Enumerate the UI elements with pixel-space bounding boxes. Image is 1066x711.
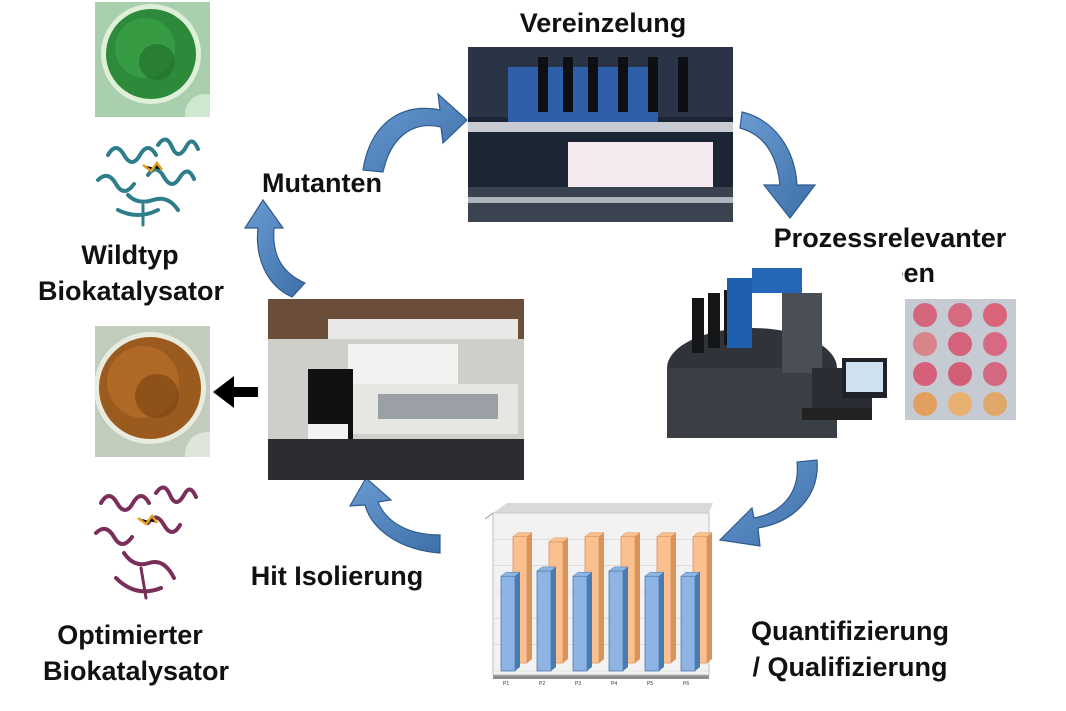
left-arrow-icon: [213, 376, 258, 408]
arrow-to-screen-icon: [739, 111, 817, 219]
chart-bar: [500, 571, 521, 672]
label-hit-isolierung: Hit Isolierung: [250, 561, 424, 591]
wildtyp-protein-image: [88, 125, 206, 230]
optimized-protein-image: [86, 478, 208, 608]
chart-bar: [608, 566, 629, 672]
well-plate-image: [905, 299, 1016, 420]
chart-tick-label: P6: [683, 681, 689, 687]
arrow-to-vereinzelung-icon: [362, 92, 468, 173]
chart-bar: [644, 571, 665, 672]
quantification-chart: P1 P2 P3 P4 P5 P6: [463, 499, 719, 688]
chart-tick-label: P2: [539, 681, 545, 687]
label-vereinzelung: Vereinzelung: [519, 8, 687, 38]
chart-bar: [536, 566, 557, 672]
chart-bar: [572, 571, 593, 672]
label-quant-line2: / Qualifizierung: [752, 652, 948, 682]
chart-ticks: P1 P2 P3 P4 P5 P6: [503, 681, 689, 687]
arrow-to-mutanten-icon: [243, 198, 307, 298]
arrow-to-quant-icon: [718, 459, 818, 547]
hit-isolation-robot-image: [268, 299, 524, 480]
label-wildtyp-line2: Biokatalysator: [37, 276, 225, 306]
chart-tick-label: P3: [575, 681, 581, 687]
label-quant-line1: Quantifizierung: [751, 616, 949, 646]
label-screen-line1: Prozessrelevanter: [773, 223, 1007, 253]
vereinzelung-robot-image: [468, 47, 733, 222]
chart-bars: [500, 532, 713, 672]
arrow-to-robot-icon: [348, 477, 441, 554]
label-optimiert-line2: Biokatalysator: [42, 656, 230, 686]
wildtyp-cell-image: [95, 2, 210, 117]
chart-tick-label: P1: [503, 681, 509, 687]
label-optimiert-line1: Optimierter: [57, 620, 203, 650]
chart-bar: [680, 571, 701, 672]
label-mutanten: Mutanten: [262, 168, 382, 198]
chart-tick-label: P5: [647, 681, 653, 687]
label-wildtyp-line1: Wildtyp: [81, 240, 179, 270]
bar-chart: P1 P2 P3 P4 P5 P6: [484, 503, 713, 687]
screen-robot-image: [662, 258, 902, 443]
chart-tick-label: P4: [611, 681, 617, 687]
optimized-cell-image: [95, 326, 210, 457]
